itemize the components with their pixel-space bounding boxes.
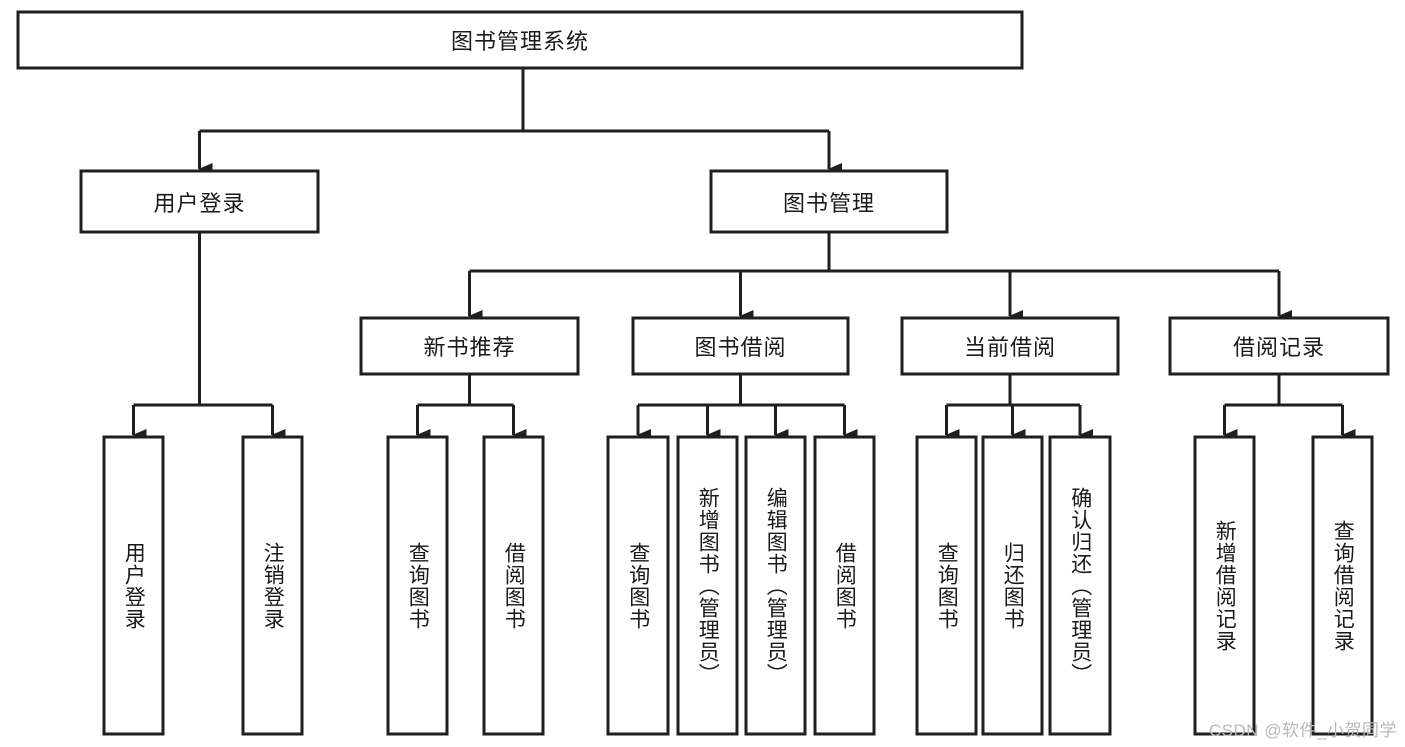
node-leaf-query-book-3-box[interactable] [915, 435, 978, 736]
node-root-box[interactable] [16, 10, 1024, 70]
connector-layer [132, 68, 1356, 441]
box-layer [16, 10, 1390, 736]
node-leaf-logout-box[interactable] [241, 435, 304, 736]
watermark: CSDN @软件_小贺同学 [1208, 721, 1397, 740]
node-leaf-query-record-box[interactable] [1311, 435, 1374, 736]
node-leaf-user-login-box[interactable] [102, 435, 165, 736]
node-new-book-rec-box[interactable] [359, 316, 580, 376]
node-current-borrow-box[interactable] [900, 316, 1120, 376]
node-leaf-edit-book-box[interactable] [744, 435, 807, 736]
node-leaf-add-book-box[interactable] [676, 435, 739, 736]
node-borrow-record-box[interactable] [1168, 316, 1390, 376]
node-book-borrow-box[interactable] [631, 316, 850, 376]
node-leaf-borrow-book-1-box[interactable] [482, 435, 545, 736]
node-leaf-return-book-box[interactable] [981, 435, 1044, 736]
node-leaf-query-book-1-box[interactable] [386, 435, 449, 736]
node-book-manage-box[interactable] [709, 169, 949, 234]
node-leaf-confirm-return-box[interactable] [1048, 435, 1112, 736]
node-leaf-add-record-box[interactable] [1193, 435, 1256, 736]
node-user-login-box[interactable] [79, 169, 320, 234]
node-leaf-query-book-2-box[interactable] [606, 435, 670, 736]
node-leaf-borrow-book-2-box[interactable] [813, 435, 876, 736]
